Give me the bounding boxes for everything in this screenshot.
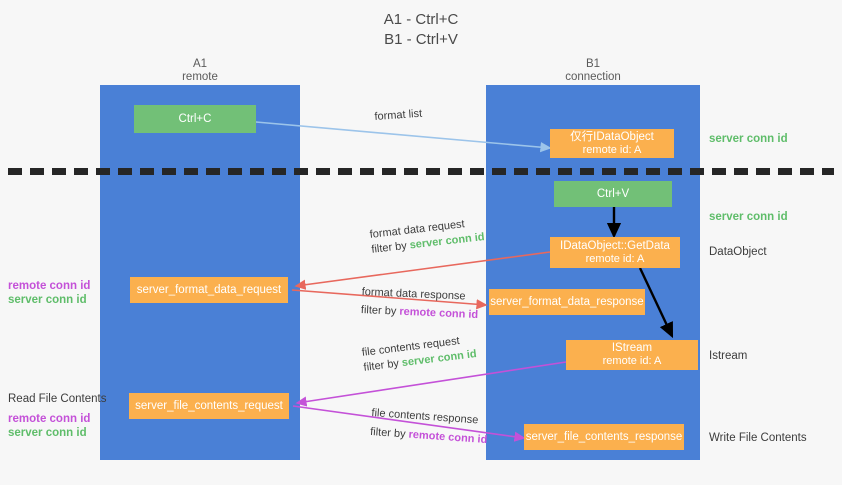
node-istream-remote-id: remote id: A [602, 355, 662, 367]
node-getdata-remote-id: remote id: A [585, 252, 645, 265]
node-server-file-contents-request[interactable]: server_file_contents_request [129, 393, 289, 419]
node-idataobject[interactable]: 仅行IDataObject remote id: A [550, 129, 674, 158]
node-idataobject-label: 仅行IDataObject [570, 130, 654, 143]
title-line-2: B1 - Ctrl+V [384, 31, 458, 48]
lane-b1-sub: connection [565, 71, 621, 83]
label-istream: Istream [709, 350, 748, 362]
caption-fmt-resp-target: remote conn id [399, 305, 479, 322]
node-idataobject-remote-id: remote id: A [582, 143, 642, 156]
node-ctrl-v-label: Ctrl+V [596, 187, 630, 200]
edge-getdata-to-istream [638, 267, 674, 339]
node-ctrl-c[interactable]: Ctrl+C [134, 105, 256, 133]
node-ctrl-c-label: Ctrl+C [178, 112, 212, 125]
caption-fmt-resp-prefix: filter by [360, 303, 400, 318]
lane-a1-sub: remote [182, 71, 218, 83]
caption-fmt-req-prefix: filter by [370, 239, 411, 256]
node-idataobject-getdata[interactable]: IDataObject::GetData remote id: A [550, 237, 680, 268]
node-ctrl-v[interactable]: Ctrl+V [554, 181, 672, 207]
edge-format-data-request [294, 251, 551, 290]
edge-format-list [255, 121, 552, 153]
node-server-format-data-response[interactable]: server_format_data_response [489, 289, 645, 315]
node-server-file-contents-response[interactable]: server_file_contents_response [524, 424, 684, 450]
edge-format-data-response [291, 289, 488, 310]
node-fmt-resp-label: server_format_data_response [490, 295, 644, 308]
caption-format-data-response: format data response filter by remote co… [361, 285, 480, 323]
label-write-file-contents: Write File Contents [709, 432, 807, 444]
caption-file-resp-target: remote conn id [408, 428, 488, 447]
node-getdata-label: IDataObject::GetData [560, 239, 670, 252]
page-title: A1 - Ctrl+C B1 - Ctrl+V [0, 10, 842, 50]
label-server-conn-id-left-1: server conn id [8, 294, 87, 306]
title-line-1: A1 - Ctrl+C [383, 11, 459, 28]
node-file-resp-label: server_file_contents_response [525, 430, 683, 443]
node-istream[interactable]: IStream remote id: A [566, 340, 698, 370]
label-remote-conn-id-left-2: remote conn id [8, 413, 91, 425]
label-server-conn-id-left-2: server conn id [8, 427, 87, 439]
node-fmt-req-label: server_format_data_request [136, 283, 282, 296]
node-server-format-data-request[interactable]: server_format_data_request [130, 277, 288, 303]
label-read-file-contents: Read File Contents [8, 393, 107, 405]
lane-a1-name: A1 [192, 58, 208, 70]
caption-file-resp-prefix: filter by [369, 425, 410, 441]
caption-file-req-prefix: filter by [362, 357, 403, 374]
label-server-conn-id-right-1: server conn id [709, 133, 788, 145]
node-istream-label: IStream [611, 342, 653, 354]
edge-file-contents-request [295, 361, 567, 407]
label-remote-conn-id-left-1: remote conn id [8, 280, 91, 292]
lane-header-b1: B1 connection [493, 58, 693, 84]
lane-b1-name: B1 [585, 58, 601, 70]
phase-divider [8, 168, 834, 175]
lane-header-a1: A1 remote [100, 58, 300, 84]
label-dataobject: DataObject [709, 246, 767, 258]
label-server-conn-id-right-2: server conn id [709, 211, 788, 223]
node-file-req-label: server_file_contents_request [135, 399, 283, 412]
edge-file-contents-response [292, 405, 526, 442]
